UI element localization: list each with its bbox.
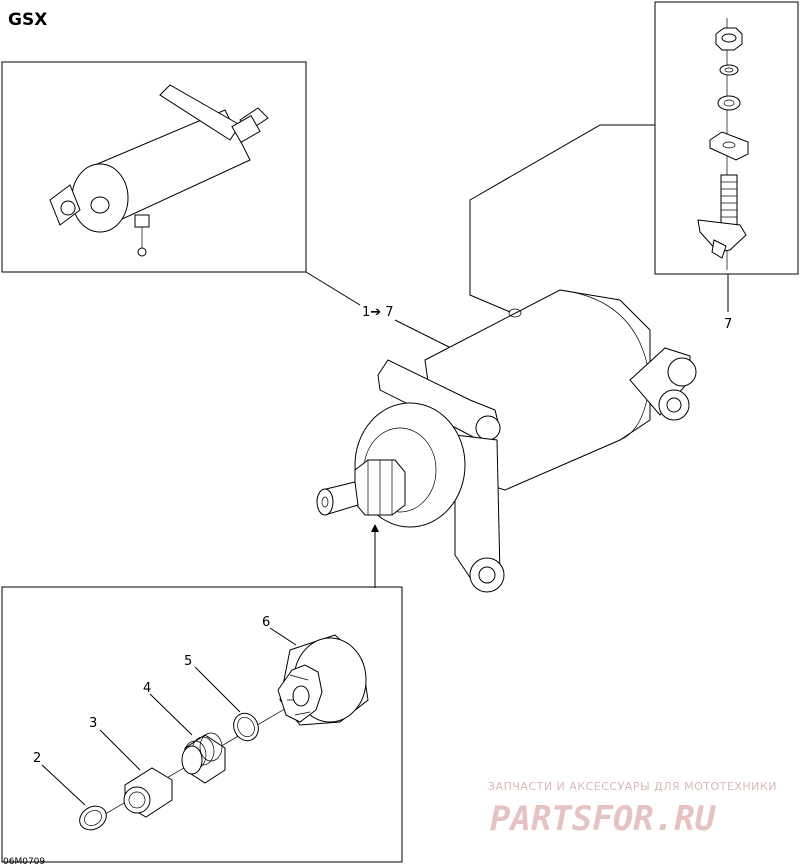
callout-3: 3 (89, 716, 97, 731)
callout-2: 2 (33, 751, 41, 766)
inset-starter-overview (1, 61, 307, 273)
watermark-tagline: ЗАПЧАСТИ И АКСЕССУАРЫ ДЛЯ МОТОТЕХНИКИ (488, 780, 777, 793)
inset-terminal-hardware (654, 1, 799, 275)
callout-range-1-7: 1➔ 7 (362, 305, 394, 320)
drawing-code: 06M0709 (3, 857, 45, 867)
starter-motor-main (316, 289, 697, 593)
diagram-title: GSX (8, 10, 47, 30)
inset-drive-components: 2 3 4 5 6 (1, 586, 403, 863)
callout-4: 4 (143, 681, 151, 696)
watermark-logo: PARTSFOR.RU (490, 799, 717, 839)
callout-6: 6 (262, 615, 270, 630)
callout-7: 7 (724, 317, 732, 332)
callout-5: 5 (184, 654, 192, 669)
